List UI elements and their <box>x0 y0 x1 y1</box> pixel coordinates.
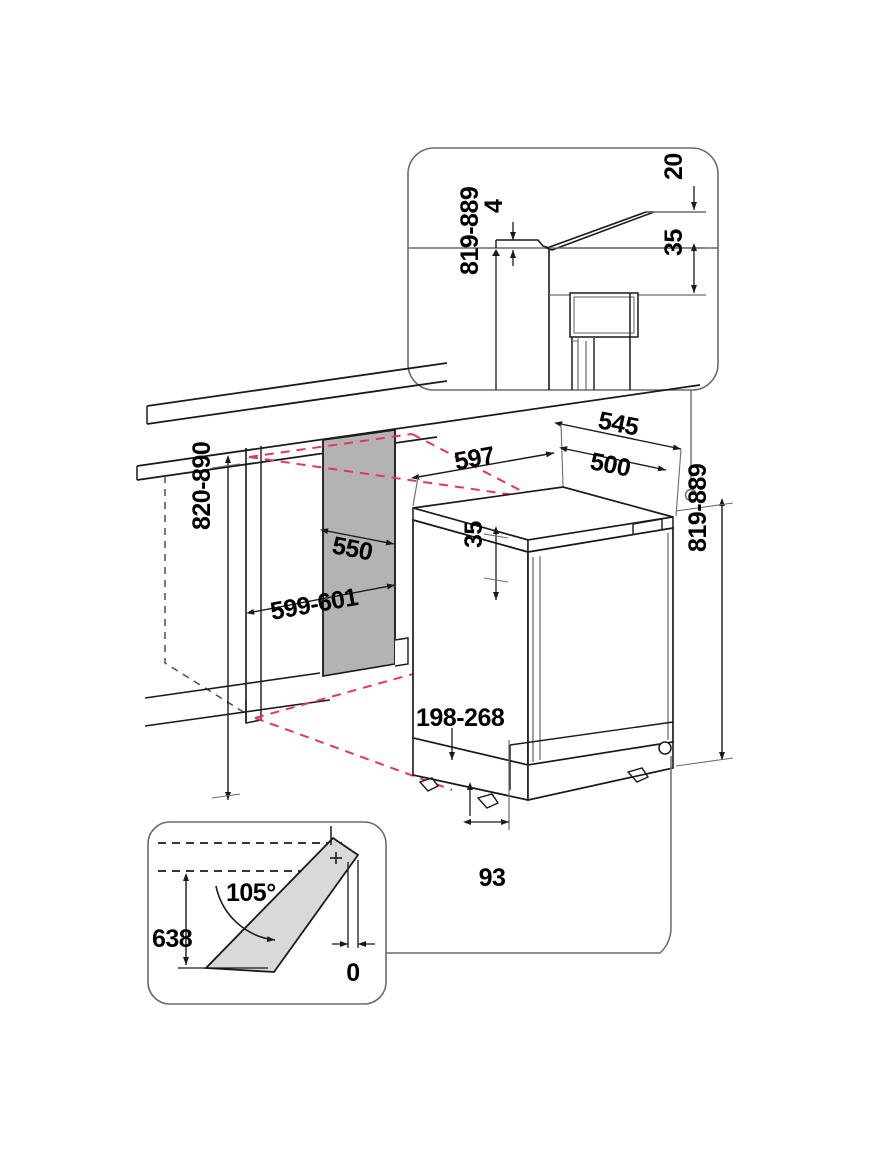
dim-label-819-889-inset: 819-889 <box>456 187 484 275</box>
dim-line <box>554 421 682 451</box>
door-panel-inner-edge <box>205 837 334 969</box>
appliance-unit <box>412 486 674 809</box>
dim-label-820-890: 820-890 <box>188 442 216 530</box>
dim-arrow-up <box>492 249 500 256</box>
leader-path <box>386 756 672 954</box>
bottom-inset-panel: 638 105° 0 <box>147 821 387 1005</box>
dim-label-20: 20 <box>660 153 688 180</box>
ext-line-bottom <box>211 793 241 799</box>
dim-label-597: 597 <box>452 441 496 476</box>
dim-35-main: 35 <box>460 521 509 600</box>
plinth-step-top <box>509 721 674 746</box>
ext-line-top <box>211 463 241 469</box>
dim-label-638: 638 <box>152 925 193 953</box>
ext-line-top <box>675 502 734 512</box>
dim-label-35-inset: 35 <box>660 229 688 256</box>
alignment-line-top <box>248 456 536 499</box>
worktop-top-back-edge <box>146 362 448 407</box>
top-inset-panel: 819-889 4 20 35 <box>407 147 719 391</box>
niche-wall-foot <box>245 700 262 724</box>
alignment-line-bottom <box>254 717 453 791</box>
ext-line-bottom <box>675 757 734 767</box>
dim-line <box>411 451 555 480</box>
alignment-line-top-left <box>248 433 413 458</box>
niche-panel-notch <box>394 637 409 667</box>
dim-line <box>320 528 395 546</box>
dim-4-inset: 4 <box>480 199 516 266</box>
foot-front-left <box>418 777 440 792</box>
floor-line-lower <box>144 699 331 727</box>
angle-arc <box>215 885 276 943</box>
top-inset-border <box>407 147 719 391</box>
floor-line-upper <box>144 672 321 699</box>
dim-35-inset: 35 <box>660 229 697 293</box>
foot-front-center <box>476 793 500 809</box>
appliance-top-plate <box>496 239 550 249</box>
dim-label-198-268: 198-268 <box>416 704 505 732</box>
worktop-underside-right <box>436 384 701 424</box>
dim-label-93: 93 <box>479 864 506 892</box>
inset-compartment-inner <box>573 296 635 334</box>
bottom-leader-marker <box>658 741 672 755</box>
dim-819-889-inset: 819-889 <box>456 187 500 390</box>
ext-line-left <box>412 476 419 507</box>
dim-label-4: 4 <box>480 199 508 213</box>
worktop-underside-edge <box>136 422 438 467</box>
dim-820-890: 820-890 <box>188 442 241 800</box>
appliance-door-face <box>527 526 674 766</box>
dim-line <box>559 446 667 472</box>
ext-line-top <box>483 533 509 539</box>
dim-label-0: 0 <box>346 959 359 987</box>
dim-label-105deg: 105° <box>226 879 276 907</box>
dim-0: 0 <box>332 860 375 987</box>
bottom-inset-leader <box>386 756 672 954</box>
dim-597: 597 <box>411 441 555 507</box>
dim-label-35-main: 35 <box>460 521 488 548</box>
dim-20-inset: 20 <box>660 153 697 210</box>
niche-back-left-hidden <box>164 476 246 714</box>
dim-819-889-main: 819-889 <box>675 464 734 767</box>
alignment-line-bottom-left <box>254 671 421 719</box>
ext-line-right <box>675 448 682 517</box>
worktop-top-front-edge <box>146 380 448 425</box>
dim-93: 93 <box>463 740 510 892</box>
plinth-bottom-front-edge <box>527 767 674 801</box>
ext-line-bottom <box>483 577 509 583</box>
hinge-pivot-marker <box>330 852 342 864</box>
vent-detail <box>572 337 579 342</box>
dim-label-819-889-main: 819-889 <box>684 464 712 552</box>
dim-198-268: 198-268 <box>416 704 505 760</box>
top-inset-leader <box>684 390 698 502</box>
dim-line <box>246 583 396 615</box>
leader-endpoint-marker <box>684 488 698 502</box>
dim-638: 638 <box>152 873 268 969</box>
